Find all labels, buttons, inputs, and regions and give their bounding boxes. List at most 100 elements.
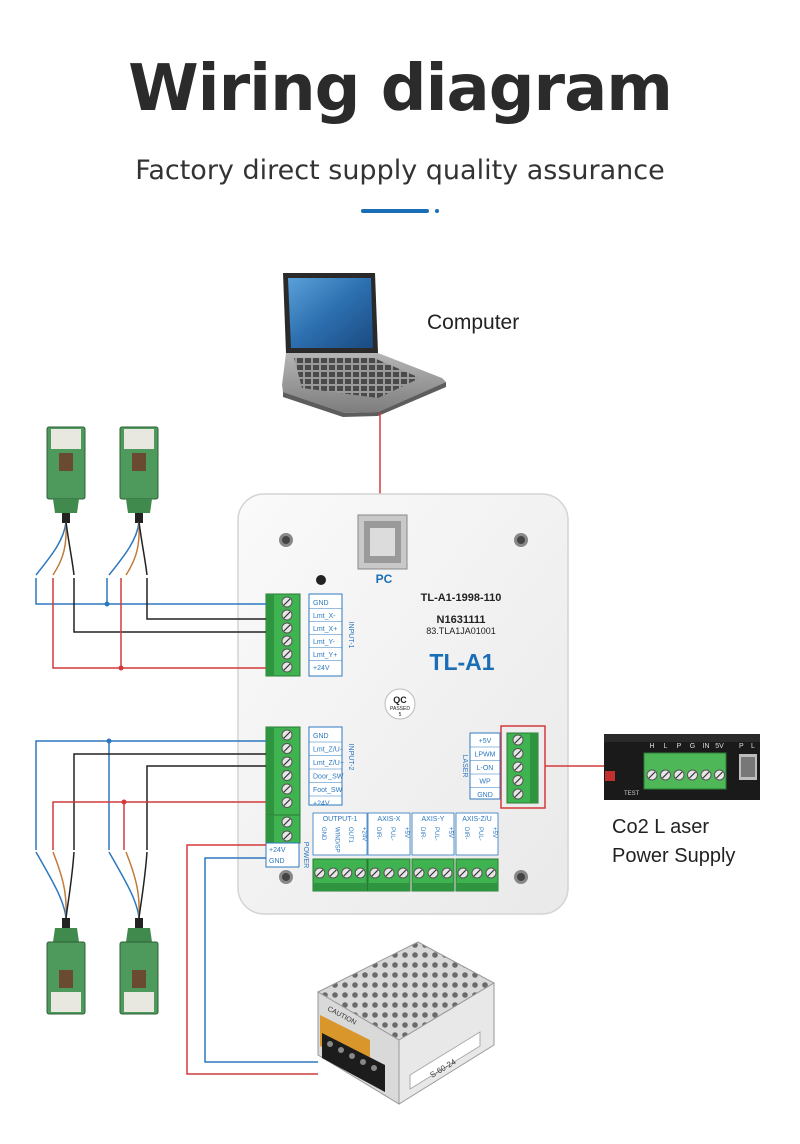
laser-screw (512, 748, 524, 759)
input1-screw (281, 596, 293, 608)
output-pin-label: DIR- (419, 827, 425, 839)
psu-terminal-label-l: L (751, 743, 755, 750)
input1-screw (281, 661, 293, 673)
psu-terminal-label: H (649, 743, 654, 750)
output-screw (471, 867, 483, 879)
input2-screw (281, 770, 293, 781)
sensor-wire-blue (108, 521, 140, 576)
accent-dot (435, 209, 439, 213)
laser-pin-label: +5V (479, 738, 492, 745)
power-screw (281, 830, 293, 842)
wire-psu-24v (186, 844, 318, 1075)
wire-junction (121, 799, 127, 805)
psu-terminal-screw (714, 769, 725, 781)
sensor-wire-black (138, 521, 148, 576)
sensor-wire-blue (35, 851, 67, 919)
input2-screw (281, 756, 293, 768)
proximity-sensor (46, 426, 86, 523)
input1-terminal-block (265, 593, 343, 677)
proximity-sensor (119, 426, 159, 523)
page-subtitle: Factory direct supply quality assurance (135, 155, 665, 186)
output-screw (397, 867, 409, 879)
input2-pin-label: Foot_SW (313, 787, 343, 794)
qc-label: QC (393, 695, 407, 705)
pc-usb-port (357, 514, 408, 570)
input2-pin-label: Door_SW (313, 774, 344, 781)
page-title: Wiring diagram (128, 52, 673, 126)
serial-line-1: TL-A1-1998-110 (421, 592, 502, 604)
output-pin-label: PUL- (433, 827, 439, 841)
psu-terminal-label: IN (703, 743, 710, 750)
input1-screw (281, 635, 293, 647)
output-screw (485, 867, 497, 879)
output-screw (369, 867, 381, 879)
laser-pin-label: LPWM (475, 752, 496, 759)
laser-psu-label-line1: Co2 L aser (612, 816, 709, 838)
input1-pin-label: GND (313, 600, 329, 607)
wire-junction (104, 601, 110, 607)
output-group-name: OUTPUT-1 (323, 816, 358, 823)
output-screw (327, 867, 339, 879)
proximity-sensor (119, 918, 159, 1015)
serial-line-2: N1631111 (437, 614, 486, 626)
output-screw (457, 867, 469, 879)
power-screw (281, 816, 293, 828)
psu-terminal-label: 5V (715, 743, 724, 750)
psu-test-label: TEST (624, 791, 640, 797)
input1-pin-label: Lmt_Y- (313, 639, 336, 646)
input1-pin-label: Lmt_Y+ (313, 652, 337, 659)
output-group-name: AXIS-Z/U (462, 816, 492, 823)
input2-group-label: INPUT-2 (347, 744, 354, 771)
output-pin-label: +5V (403, 827, 409, 838)
output-screw (314, 867, 326, 879)
output-pin-label: +5V (491, 827, 497, 838)
laser-screw (512, 775, 524, 786)
laser-pin-label: L-ON (477, 765, 494, 772)
sensor-wire-blue (35, 521, 67, 576)
input1-pin-label: Lmt_X+ (313, 626, 337, 633)
laser-pin-label: GND (477, 792, 493, 799)
power-pin-label: GND (269, 858, 285, 865)
input2-pin-label: Lmt_Z/U+ (313, 760, 344, 767)
wire-gnd-input2 (35, 740, 266, 850)
input2-pin-label: GND (313, 733, 329, 740)
laser-pin-label: WP (479, 779, 491, 786)
psu-terminal-screw (700, 769, 712, 781)
psu-terminal-label: P (677, 743, 682, 750)
wire-psu-gnd (204, 857, 318, 1063)
power-pin-label: +24V (269, 847, 286, 854)
sensor-wire-black (65, 851, 75, 919)
wire-lmt-z-plus (146, 765, 266, 850)
qc-sticker (384, 688, 416, 720)
wire-gnd-input1 (35, 578, 266, 605)
computer-label: Computer (427, 311, 519, 334)
psu-terminal-label-p: P (739, 743, 744, 750)
qc-number-label: 5 (399, 712, 402, 718)
wire-24v-input2 (52, 801, 266, 850)
output-pin-label: PUL- (389, 827, 395, 841)
output-pin-label: GND (320, 827, 326, 841)
input1-screw (281, 622, 293, 634)
output-pin-label: WIND/SP (333, 827, 339, 853)
input1-group-label: INPUT-1 (347, 622, 354, 649)
psu-terminal-screw (687, 769, 698, 781)
wire-24v-input1 (52, 578, 266, 669)
power-terminal-block (265, 814, 301, 868)
input2-terminal-block (265, 726, 343, 816)
input2-screw (281, 783, 293, 795)
output-pin-label: PUL- (477, 827, 483, 841)
output-screw (413, 867, 425, 879)
proximity-sensor (46, 918, 86, 1015)
output-group-name: AXIS-Y (422, 816, 445, 823)
laser-group-label: LASER (461, 755, 468, 778)
output-group-name: AXIS-X (378, 816, 401, 823)
laser-screw (512, 761, 524, 773)
input2-pin-label: Lmt_Z/U- (313, 747, 343, 754)
input2-pin-label: +24V (313, 801, 330, 808)
psu-terminal-label: G (690, 743, 695, 750)
input1-pin-label: Lmt_X- (313, 613, 336, 620)
psu-terminal-screw (660, 769, 671, 781)
